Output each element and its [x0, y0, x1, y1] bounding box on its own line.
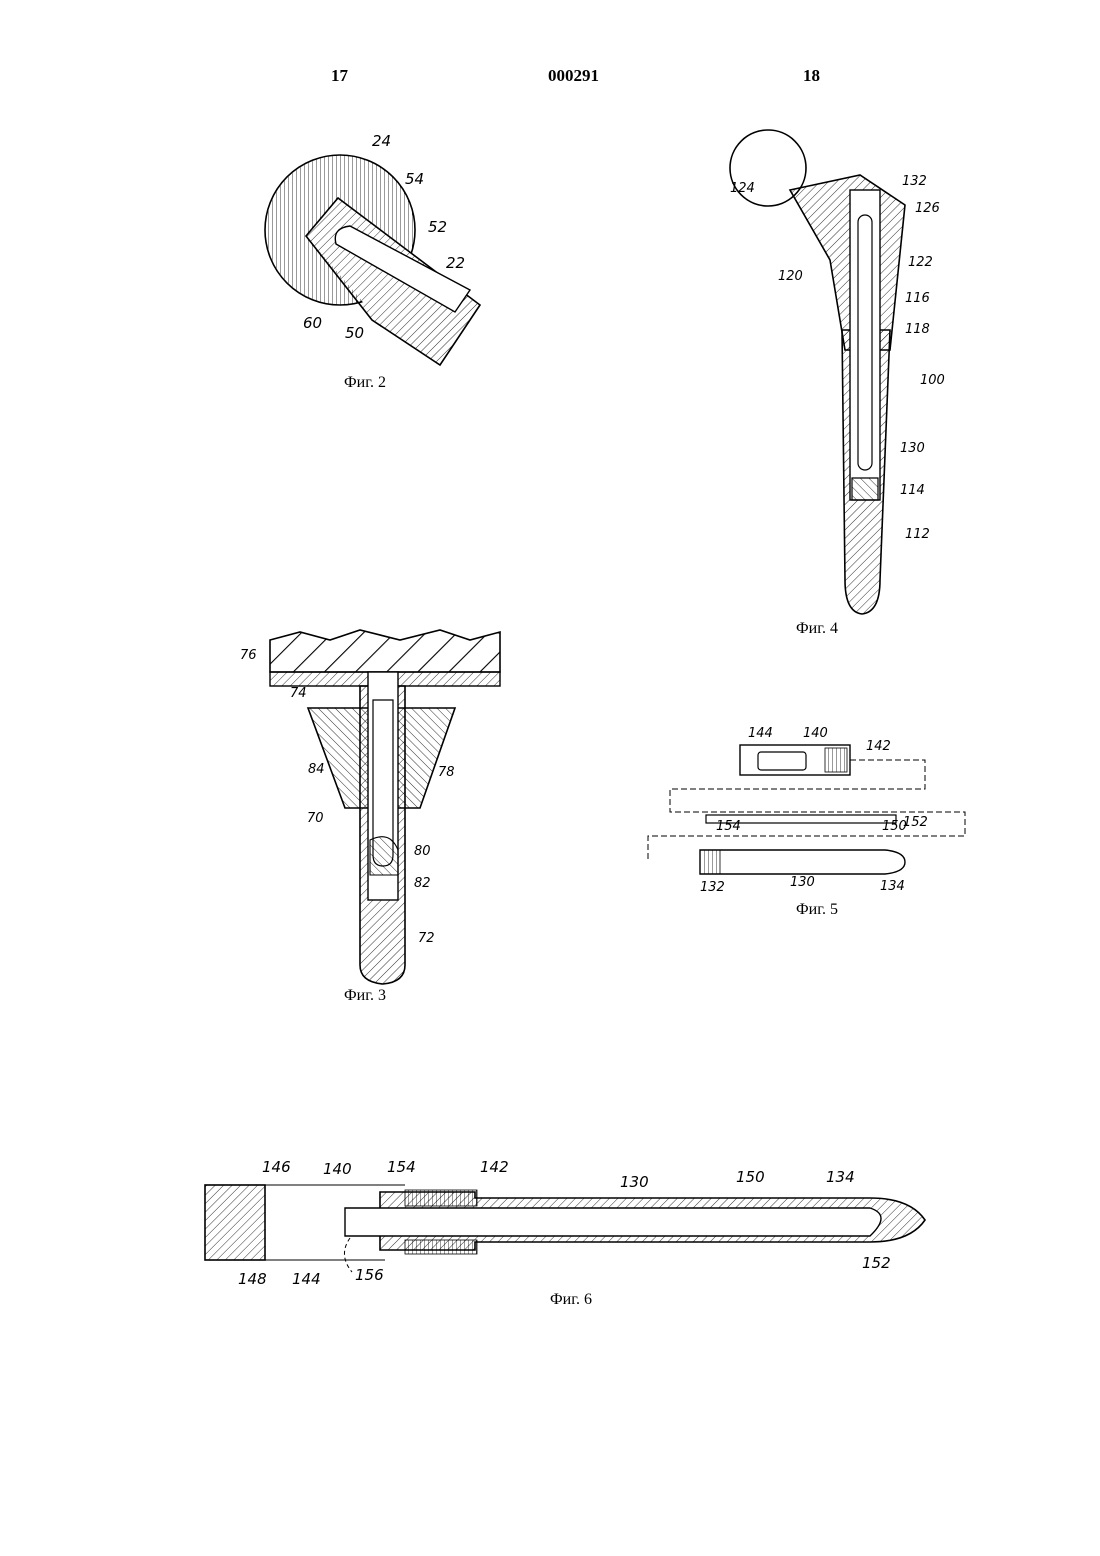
fig4-ref-126: 126 [915, 201, 940, 216]
fig3-ref-70: 70 [307, 811, 324, 826]
fig3-ref-72: 72 [418, 931, 435, 946]
fig6-ref-150: 150 [736, 1168, 765, 1186]
fig4-ref-118: 118 [905, 322, 930, 337]
fig6-rod-150 [345, 1208, 881, 1236]
fig4-ref-112: 112 [905, 527, 930, 542]
fig3-ref-82: 82 [414, 876, 431, 891]
figure-2: 24 54 52 22 60 50 [265, 132, 480, 365]
fig6-ref-140: 140 [323, 1160, 352, 1178]
fig5-ref-140: 140 [803, 726, 828, 741]
figure-4: 124 132 126 122 120 116 118 100 130 114 … [730, 130, 945, 614]
fig6-ref-144: 144 [292, 1270, 321, 1288]
fig4-ref-130: 130 [900, 441, 925, 456]
figure-2-caption: Фиг. 2 [344, 374, 386, 392]
fig6-ref-134: 134 [826, 1168, 855, 1186]
fig6-ref-146: 146 [262, 1158, 291, 1176]
fig4-ref-122: 122 [908, 255, 933, 270]
fig5-ref-144: 144 [748, 726, 773, 741]
fig5-ref-134: 134 [880, 879, 905, 894]
fig2-ref-22: 22 [446, 254, 465, 272]
figure-5-caption: Фиг. 5 [796, 901, 838, 919]
fig6-ref-148: 148 [238, 1270, 267, 1288]
fig3-ref-76: 76 [240, 648, 257, 663]
fig5-ref-154: 154 [716, 819, 741, 834]
figure-4-caption: Фиг. 4 [796, 620, 838, 638]
fig4-ref-114: 114 [900, 483, 925, 498]
fig5-ref-130: 130 [790, 875, 815, 890]
fig5-ref-142: 142 [866, 739, 891, 754]
fig6-ref-156: 156 [355, 1266, 384, 1284]
figure-3-caption: Фиг. 3 [344, 987, 386, 1005]
fig2-ref-52: 52 [428, 218, 447, 236]
fig5-tube-130 [700, 850, 905, 874]
figure-6: 146 140 154 142 130 150 134 148 144 156 … [205, 1158, 925, 1288]
fig2-ref-50: 50 [345, 324, 364, 342]
fig3-ref-78: 78 [438, 765, 455, 780]
fig3-ref-84: 84 [308, 762, 325, 777]
fig4-neck-body [790, 175, 905, 350]
fig3-ref-80: 80 [414, 844, 431, 859]
fig6-ref-142: 142 [480, 1158, 509, 1176]
fig6-ref-130: 130 [620, 1173, 649, 1191]
fig6-block-148 [205, 1185, 265, 1260]
fig3-ref-74: 74 [290, 686, 307, 701]
fig2-ref-54: 54 [405, 170, 424, 188]
fig4-ref-100: 100 [920, 373, 945, 388]
fig2-ref-60: 60 [303, 314, 322, 332]
fig4-ref-116: 116 [905, 291, 930, 306]
fig5-ref-132: 132 [700, 880, 725, 895]
fig3-plate-76 [270, 630, 500, 672]
fig5-ref-152: 152 [903, 815, 928, 830]
fig6-ref-152: 152 [862, 1254, 891, 1272]
fig2-ref-24: 24 [372, 132, 391, 150]
fig4-ref-120: 120 [778, 269, 803, 284]
fig4-ref-132: 132 [902, 174, 927, 189]
fig6-ref-154: 154 [387, 1158, 416, 1176]
figure-6-caption: Фиг. 6 [550, 1291, 592, 1309]
fig4-ref-124: 124 [730, 181, 755, 196]
figure-5: 144 140 142 154 150 152 132 130 134 [648, 726, 965, 895]
figure-3: 76 74 78 84 70 80 82 72 [240, 630, 500, 984]
